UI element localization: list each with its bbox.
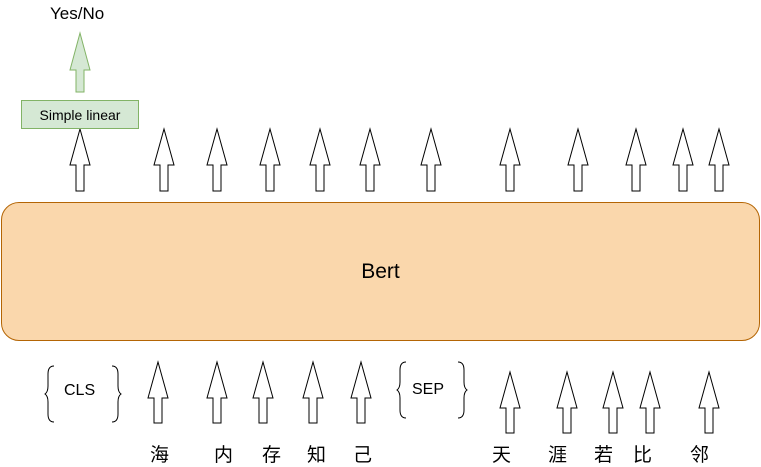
char-token: 若 <box>594 444 614 466</box>
char-token: 比 <box>633 444 653 466</box>
token-input-arrow <box>302 360 324 424</box>
arrows-group <box>69 127 730 434</box>
bert-output-arrow <box>499 127 521 192</box>
char-token: 涯 <box>548 444 568 466</box>
token-input-arrow <box>499 370 521 434</box>
char-token: 存 <box>262 444 282 466</box>
char-token: 邻 <box>690 444 710 466</box>
bert-output-arrow <box>309 127 331 192</box>
bert-output-arrow <box>153 127 175 192</box>
bert-output-arrow <box>420 127 442 192</box>
token-input-arrow <box>556 370 578 434</box>
bert-output-arrow <box>567 127 589 192</box>
simple-linear-label: Simple linear <box>39 106 121 123</box>
cls-left-brace <box>44 365 55 423</box>
token-input-arrow <box>639 370 661 434</box>
bert-label: Bert <box>361 259 400 283</box>
char-token: 海 <box>150 444 170 466</box>
token-input-arrow <box>147 360 169 424</box>
char-token: 己 <box>353 444 373 466</box>
bert-output-arrow <box>69 127 91 192</box>
token-input-arrow <box>350 360 372 424</box>
output-arrow <box>69 31 91 93</box>
bert-output-arrow <box>259 127 281 192</box>
char-token: 知 <box>307 444 327 466</box>
token-input-arrow <box>698 370 720 434</box>
bert-box: Bert <box>1 202 760 341</box>
cls-right-brace <box>111 365 122 423</box>
bert-output-arrow <box>625 127 647 192</box>
cls-token: CLS <box>64 382 96 399</box>
bert-output-arrow <box>672 127 694 192</box>
sep-right-brace <box>457 361 468 419</box>
simple-linear-box: Simple linear <box>21 100 139 129</box>
bert-output-arrow <box>359 127 381 192</box>
token-input-arrow <box>602 370 624 434</box>
bert-output-arrow <box>708 127 730 192</box>
char-token: 内 <box>214 444 234 466</box>
token-input-arrow <box>252 360 274 424</box>
bert-output-arrow <box>206 127 228 192</box>
output-label: Yes/No <box>50 4 105 23</box>
char-token: 天 <box>492 444 512 466</box>
sep-left-brace <box>396 361 407 419</box>
sep-token: SEP <box>412 381 445 398</box>
token-input-arrow <box>206 360 228 424</box>
